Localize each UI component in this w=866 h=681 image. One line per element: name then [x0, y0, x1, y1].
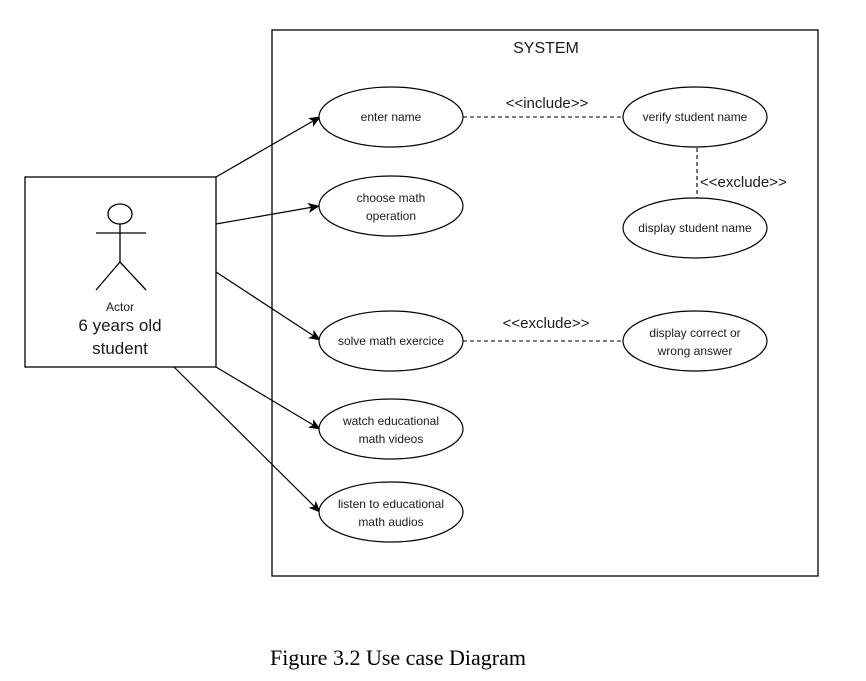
use-case-listen-educational-audios: listen to educational math audios	[318, 481, 464, 543]
figure-caption: Figure 3.2 Use case Diagram	[270, 645, 526, 670]
use-case-choose-math-operation: choose math operation	[318, 175, 464, 237]
svg-text:math videos: math videos	[359, 432, 424, 446]
svg-text:enter name: enter name	[361, 110, 422, 124]
association-listen-audios	[173, 366, 321, 513]
association-watch-videos	[215, 366, 321, 430]
svg-text:math audios: math audios	[358, 515, 423, 529]
actor-stereotype-label: Actor	[106, 300, 134, 314]
use-case-verify-student-name: verify student name	[622, 86, 768, 148]
svg-text:wrong answer: wrong answer	[657, 344, 733, 358]
actor-name-line-1: 6 years old	[78, 316, 161, 335]
association-solve-exercice	[215, 271, 321, 341]
use-case-solve-math-exercice: solve math exercice	[318, 310, 464, 372]
use-case-display-correct-or-wrong-answer: display correct or wrong answer	[622, 310, 768, 372]
association-choose-operation	[215, 202, 320, 225]
actor-name-line-2: student	[92, 339, 148, 358]
system-boundary	[271, 29, 819, 577]
system-label: SYSTEM	[513, 40, 579, 57]
svg-text:solve math exercice: solve math exercice	[338, 334, 444, 348]
svg-text:listen to educational: listen to educational	[338, 497, 444, 511]
relation-include-label: <<include>>	[506, 95, 589, 112]
svg-text:display student name: display student name	[638, 221, 752, 235]
svg-text:watch educational: watch educational	[342, 414, 439, 428]
svg-text:verify student name: verify student name	[643, 110, 748, 124]
svg-text:operation: operation	[366, 209, 416, 223]
association-enter-name	[215, 116, 321, 178]
actor-stick-figure-icon	[95, 203, 147, 291]
use-case-watch-educational-videos: watch educational math videos	[318, 398, 464, 460]
use-case-display-student-name: display student name	[622, 197, 768, 259]
relation-exclude-answer-label: <<exclude>>	[503, 315, 590, 332]
svg-text:display correct or: display correct or	[649, 326, 740, 340]
svg-text:choose math: choose math	[357, 191, 426, 205]
relation-exclude-verify-label: <<exclude>>	[700, 174, 787, 191]
use-case-enter-name: enter name	[318, 86, 464, 148]
